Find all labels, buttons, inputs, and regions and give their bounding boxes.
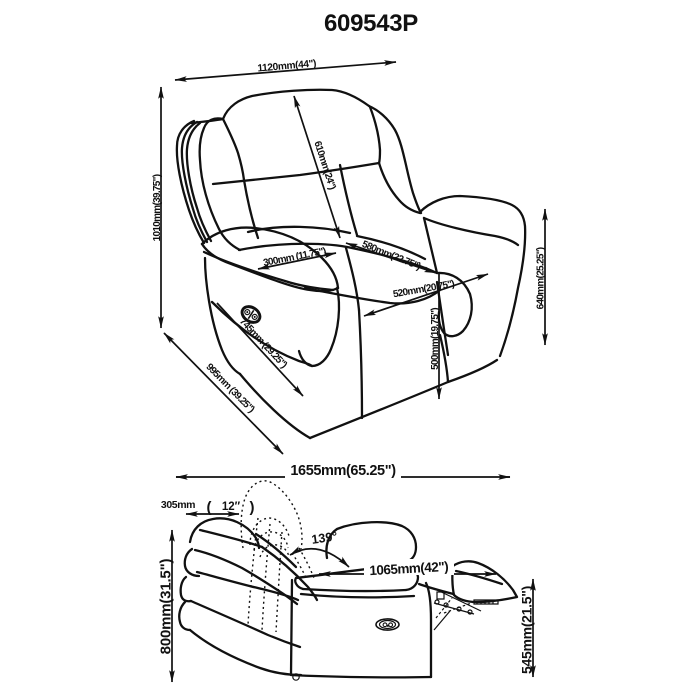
svg-text:1010mm(39.75"): 1010mm(39.75") [152, 174, 163, 241]
svg-text:1120mm(44"): 1120mm(44") [257, 58, 317, 74]
svg-text:12″: 12″ [222, 501, 241, 513]
svg-text:995mm (39.25"): 995mm (39.25") [203, 362, 256, 416]
svg-text:545mm(21.5"): 545mm(21.5") [519, 586, 535, 674]
svg-text:610mm(24"): 610mm(24") [311, 140, 337, 191]
svg-text:1655mm(65.25"): 1655mm(65.25") [290, 463, 396, 479]
svg-text:500mm(19.75"): 500mm(19.75") [430, 308, 441, 370]
svg-text:1065mm(42"): 1065mm(42") [369, 559, 449, 578]
svg-text:139°: 139° [311, 529, 339, 546]
svg-text:640mm(25.25"): 640mm(25.25") [536, 247, 547, 309]
svg-text:305mm: 305mm [161, 499, 195, 511]
svg-text:300mm (11.75"): 300mm (11.75") [262, 246, 327, 269]
svg-text:): ) [250, 499, 255, 516]
svg-text:800mm(31.5"): 800mm(31.5") [158, 559, 175, 655]
svg-text:(: ( [207, 499, 212, 516]
svg-text:745mm (29.25"): 745mm (29.25") [237, 316, 289, 370]
svg-text:609543P: 609543P [324, 10, 418, 37]
svg-text:520mm(20.75"): 520mm(20.75") [392, 279, 455, 301]
